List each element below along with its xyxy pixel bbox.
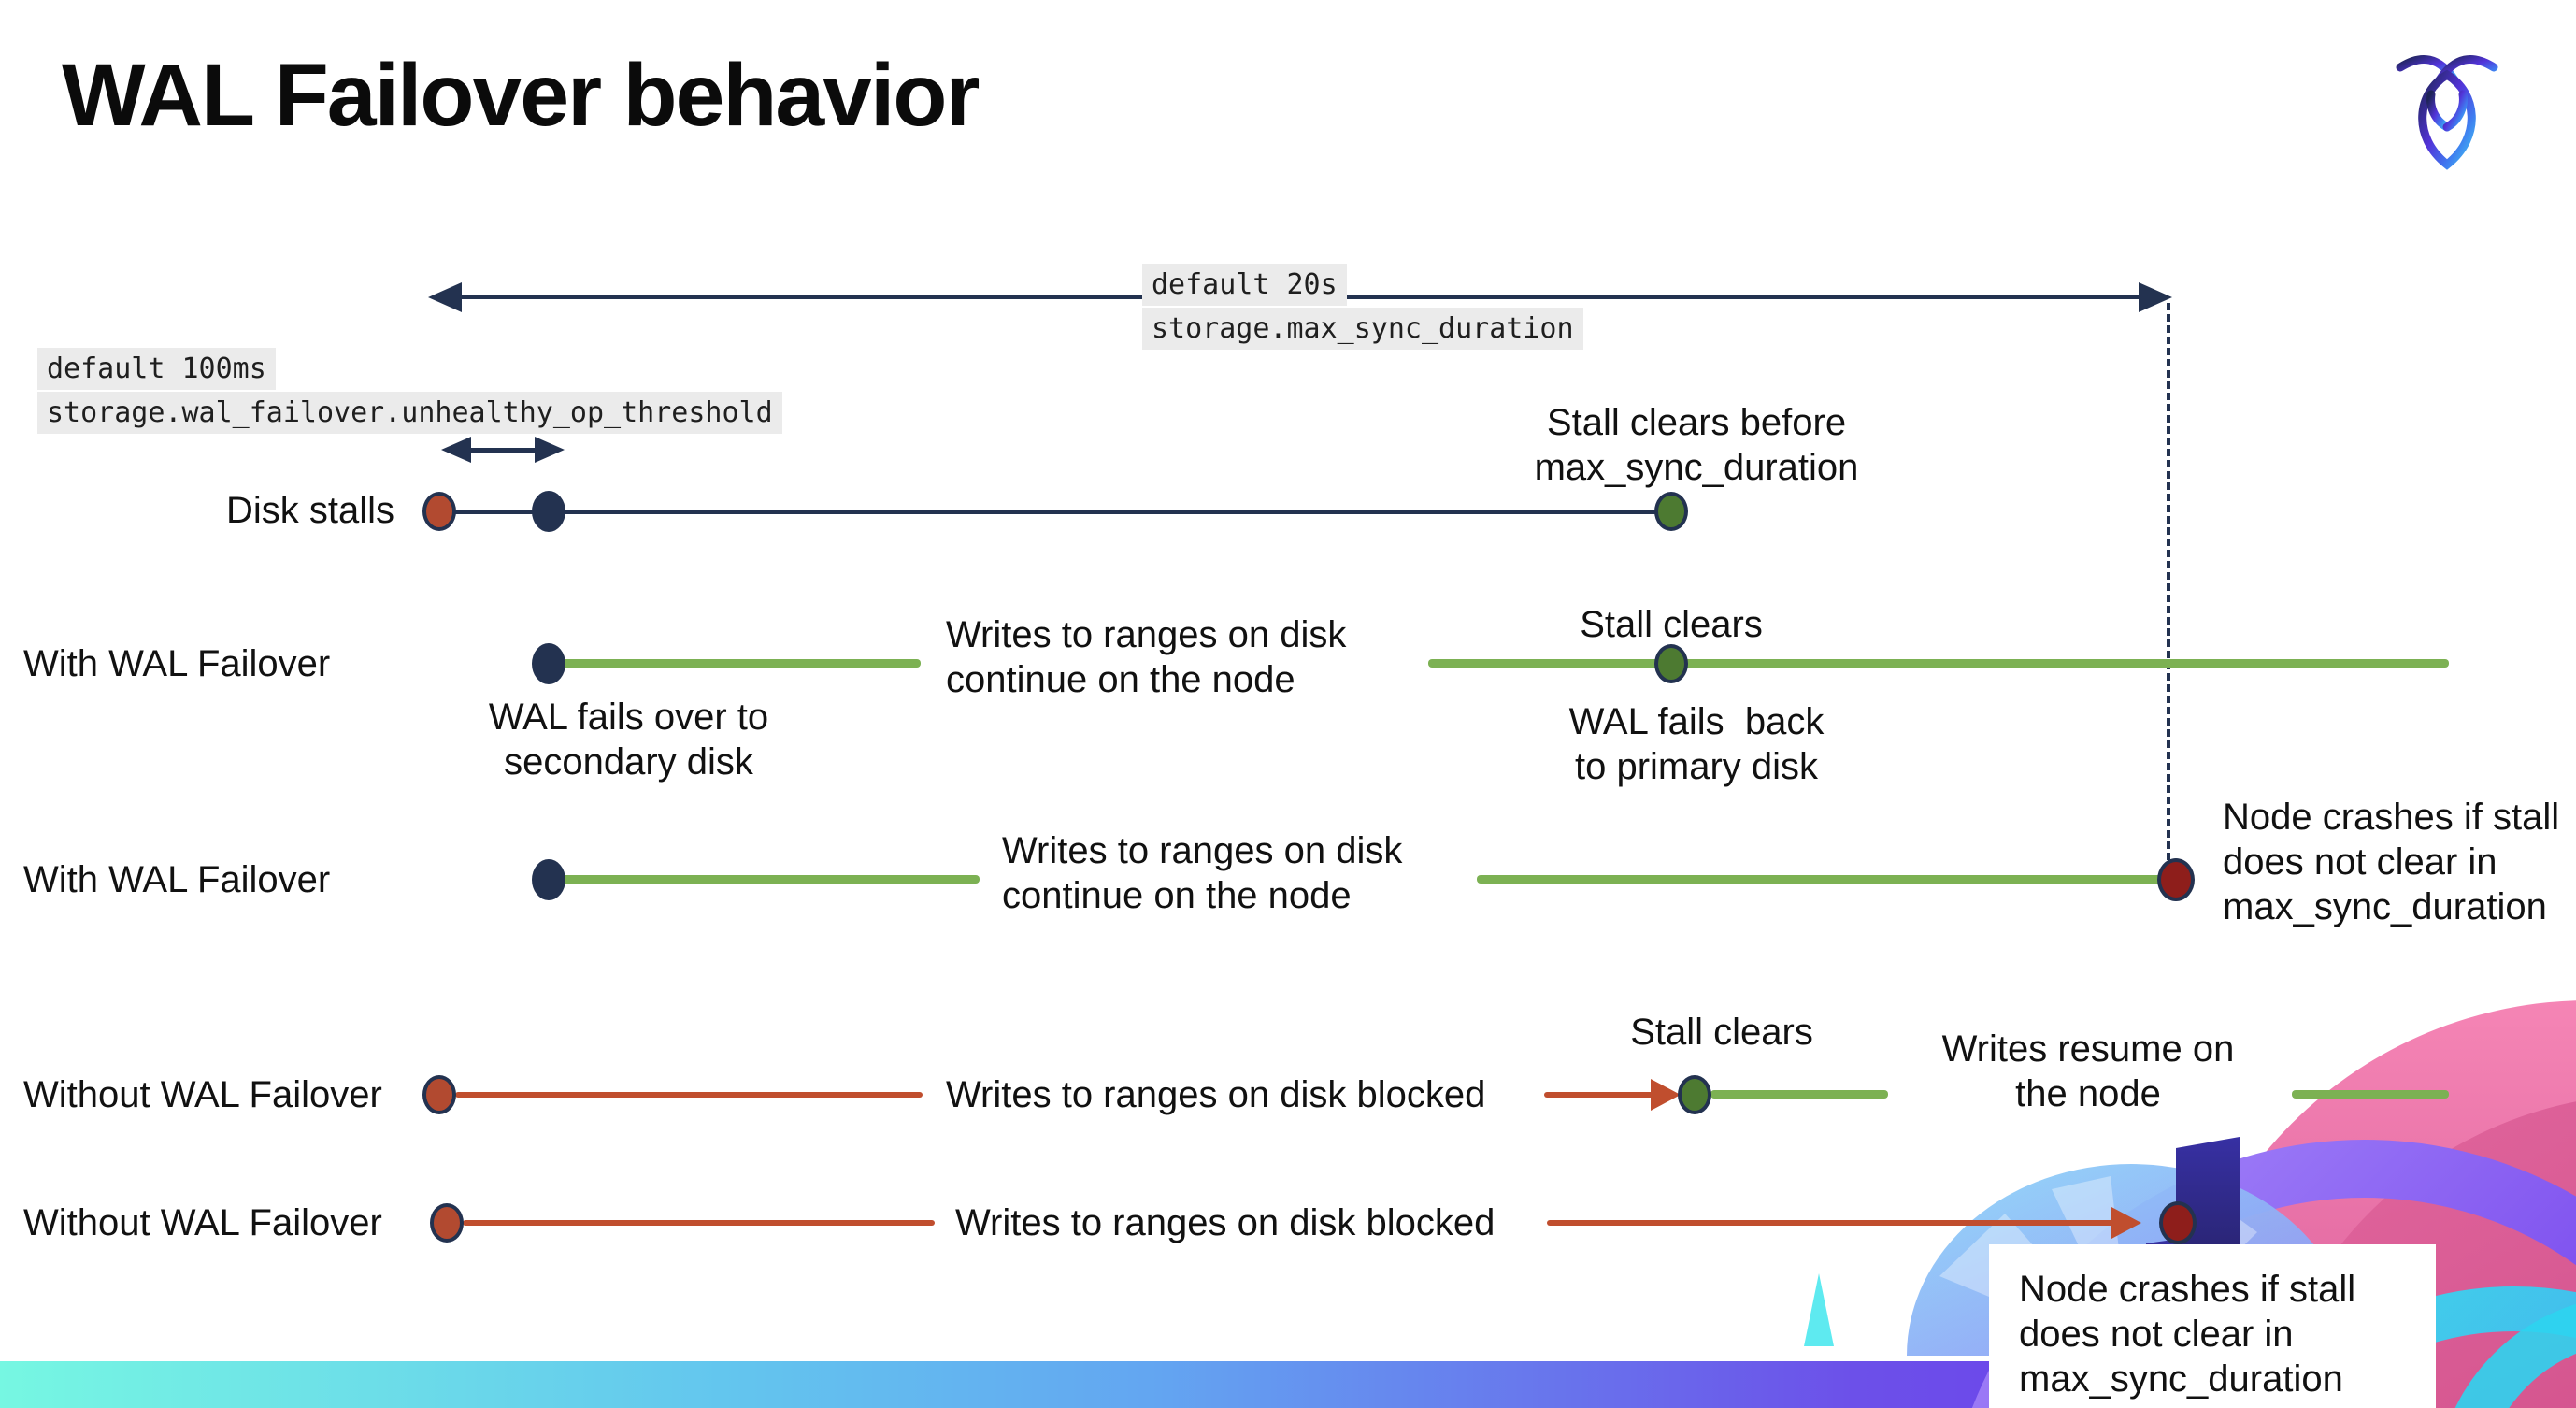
note-line: Node crashes if stall (2019, 1269, 2356, 1310)
note-line: WAL fails back (1568, 701, 1825, 742)
writes-continue-note: Writes to ranges on disk continue on the… (1002, 828, 1402, 918)
timeline-line (463, 1220, 935, 1226)
note-line: Stall clears before (1546, 402, 1847, 443)
config-setting-name: storage.max_sync_duration (1142, 308, 1583, 350)
node-crash-dot (2159, 1201, 2197, 1244)
timeline-line (1547, 1220, 2115, 1226)
timeline-line (439, 510, 551, 514)
config-default-value: default 100ms (37, 348, 276, 390)
note-line: continue on the node (1002, 875, 1352, 916)
arrowhead-right-icon (535, 437, 565, 463)
note-line: Writes to ranges on disk (1002, 830, 1403, 871)
failover-dot (532, 859, 565, 900)
stall-clears-dot (1654, 644, 1688, 683)
writes-blocked-note: Writes to ranges on disk blocked (955, 1202, 1496, 1243)
arrowhead-right-icon (1651, 1079, 1681, 1111)
node-crash-dot (2157, 858, 2195, 901)
wal-fails-back-note: WAL fails back to primary disk (1533, 699, 1860, 789)
arrowhead-left-icon (441, 437, 471, 463)
note-line: does not clear in (2019, 1314, 2294, 1355)
note-line: Writes resume on (1941, 1028, 2235, 1070)
note-line: secondary disk (504, 741, 753, 783)
writes-blocked-note: Writes to ranges on disk blocked (946, 1074, 1486, 1115)
note-line: Writes to ranges on disk (946, 614, 1347, 655)
timeline-line (1428, 659, 2449, 668)
row-label-with-wal-failover-2: With WAL Failover (23, 859, 331, 900)
note-line: max_sync_duration (2223, 886, 2547, 927)
cockroachdb-logo-icon (2396, 55, 2498, 170)
stall-clears-note: Stall clears (1580, 604, 1763, 645)
arrowhead-left-icon (428, 282, 462, 312)
row-label-with-wal-failover-1: With WAL Failover (23, 643, 331, 684)
note-line: to primary disk (1574, 746, 1819, 787)
note-line: WAL fails over to (488, 697, 769, 738)
disk-stall-start-dot (422, 1075, 456, 1114)
threshold-span-line (469, 448, 537, 453)
failover-dot (532, 643, 565, 684)
writes-resume-note: Writes resume on the node (1924, 1027, 2253, 1116)
writes-continue-note: Writes to ranges on disk continue on the… (946, 612, 1346, 702)
node-crashes-note: Node crashes if stall does not clear in … (2019, 1267, 2406, 1401)
row-label-without-wal-failover-1: Without WAL Failover (23, 1074, 382, 1115)
threshold-reached-dot (532, 491, 565, 532)
timeline-line (561, 875, 980, 884)
timeline-line (455, 1092, 923, 1098)
timeline-line (1710, 1090, 1888, 1099)
stall-clears-dot (1654, 492, 1688, 531)
note-line: Node crashes if stall (2223, 797, 2560, 838)
stall-clears-before-note: Stall clears before max_sync_duration (1491, 400, 1902, 490)
node-crashes-callout-box: Node crashes if stall does not clear in … (1989, 1244, 2436, 1408)
node-crashes-note: Node crashes if stall does not clear in … (2223, 795, 2559, 929)
disk-stall-start-dot (422, 492, 456, 531)
page-title: WAL Failover behavior (62, 46, 980, 145)
max-sync-deadline-dashed-line (2167, 303, 2170, 860)
disk-stall-start-dot (430, 1203, 464, 1243)
row-label-without-wal-failover-2: Without WAL Failover (23, 1202, 382, 1243)
unhealthy-op-threshold-config-label: default 100ms storage.wal_failover.unhea… (37, 348, 782, 434)
arrowhead-right-icon (2111, 1207, 2141, 1239)
note-line: the node (2015, 1073, 2161, 1114)
max-sync-duration-config-label: default 20s storage.max_sync_duration (1142, 264, 1583, 350)
note-line: does not clear in (2223, 841, 2497, 883)
timeline-line (1477, 875, 2161, 884)
note-line: continue on the node (946, 659, 1295, 700)
timeline-line (2292, 1090, 2449, 1099)
note-line: max_sync_duration (1534, 447, 1859, 488)
config-default-value: default 20s (1142, 264, 1347, 306)
timeline-line (561, 510, 1659, 514)
stall-clears-note: Stall clears (1630, 1012, 1813, 1053)
config-setting-name: storage.wal_failover.unhealthy_op_thresh… (37, 392, 782, 434)
wal-fails-over-note: WAL fails over to secondary disk (463, 695, 794, 784)
stall-clears-dot (1678, 1075, 1711, 1114)
timeline-line (561, 659, 921, 668)
row-label-disk-stalls: Disk stalls (226, 490, 395, 531)
timeline-line (1544, 1092, 1658, 1098)
note-line: max_sync_duration (2019, 1358, 2343, 1400)
